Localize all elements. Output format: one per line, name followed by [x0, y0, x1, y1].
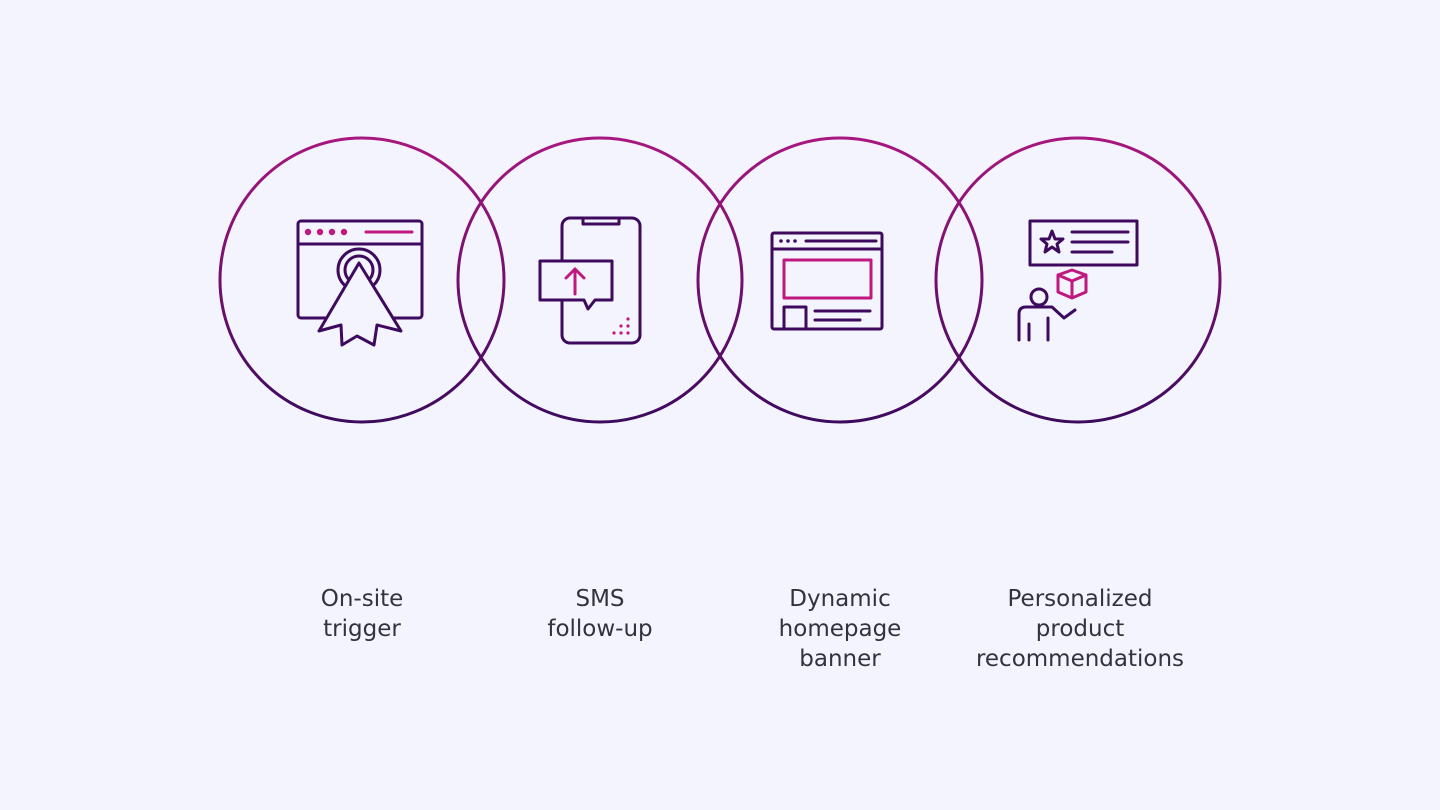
step-label-personalized-product-recommendations: Personalized product recommendations: [975, 586, 1185, 672]
step-circle-2: [456, 136, 744, 424]
webpage-banner-icon: [770, 231, 884, 331]
step-circle-1: [218, 136, 506, 424]
step-circle-4: [934, 136, 1222, 424]
step-circle-3: [696, 136, 984, 424]
step-label-on-site-trigger: On-site trigger: [320, 586, 404, 642]
step-label-dynamic-homepage-banner: Dynamic homepage banner: [778, 586, 902, 672]
step-label-sms-follow-up: SMS follow-up: [547, 586, 653, 642]
person-presenting-product-icon: [1017, 219, 1139, 342]
phone-message-icon: [538, 216, 642, 345]
browser-click-icon: [296, 219, 424, 347]
